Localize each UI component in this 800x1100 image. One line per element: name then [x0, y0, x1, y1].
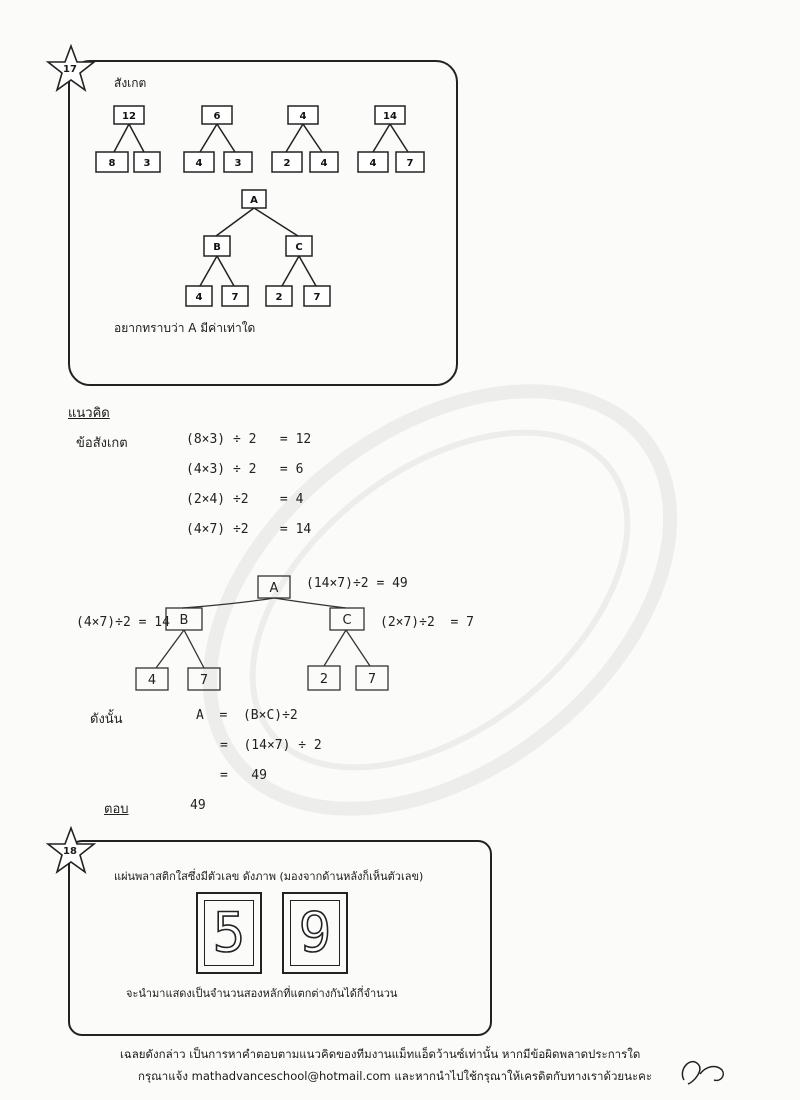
step-2: = (14×7) ÷ 2 [220, 738, 322, 753]
footer-line-1: เฉลยดังกล่าว เป็นการหาคำตอบตามแนวคิดของท… [120, 1047, 641, 1061]
tree-2-top: 6 [214, 111, 221, 122]
answer-label: ตอบ [104, 802, 129, 817]
node-a-note: (14×7)÷2 = 49 [306, 576, 408, 591]
tree-1-left: 8 [109, 158, 116, 169]
tree-2 [183, 105, 253, 173]
problem-18-number: 18 [63, 846, 77, 857]
solution-heading: แนวคิด [68, 406, 110, 421]
sol-node-b-left: 4 [148, 673, 156, 688]
observe-label: สังเกต [114, 76, 147, 90]
problem-18-line1: แผ่นพลาสติกใสซึ่งมีตัวเลข ดังภาพ (มองจาก… [114, 870, 424, 883]
problem-18-star-badge [46, 826, 96, 874]
node-b: B [213, 242, 221, 253]
equation-3: (2×4) ÷2 = 4 [186, 492, 304, 507]
observation-label: ข้อสังเกต [76, 436, 128, 451]
footer-line-2: กรุณาแจ้ง mathadvanceschool@hotmail.com … [138, 1069, 653, 1083]
node-c: C [295, 242, 302, 253]
therefore-label: ดังนั้น [90, 712, 123, 727]
answer-value: 49 [190, 798, 206, 813]
problem-17-box [68, 60, 458, 386]
node-b-right: 7 [232, 292, 239, 303]
digit-5-text: 5 [212, 901, 246, 964]
tree-4 [357, 105, 425, 173]
node-c-note: (2×7)÷2 = 7 [380, 615, 474, 630]
node-c-left: 2 [276, 292, 283, 303]
tree-2-right: 3 [235, 158, 242, 169]
equation-1: (8×3) ÷ 2 = 12 [186, 432, 312, 447]
equation-4: (4×7) ÷2 = 14 [186, 522, 312, 537]
sol-node-b: B [180, 613, 189, 628]
node-a: A [250, 195, 258, 206]
problem-17-number: 17 [63, 64, 77, 75]
sol-node-c-left: 2 [320, 672, 328, 687]
equation-2: (4×3) ÷ 2 = 6 [186, 462, 304, 477]
tree-4-right: 7 [407, 158, 414, 169]
sol-node-a: A [270, 581, 279, 596]
digit-9-text: 9 [298, 901, 332, 964]
digit-card-5: 5 [196, 892, 262, 974]
question-tree-diagram: A B C 4 7 2 7 [185, 189, 331, 307]
tree-4-top: 14 [383, 111, 397, 122]
tree-4-left: 4 [370, 158, 377, 169]
problem-17-question: อยากทราบว่า A มีค่าเท่าใด [114, 321, 256, 335]
tree-3-top: 4 [300, 111, 307, 122]
tree-1 [95, 105, 161, 173]
sol-node-c-right: 7 [368, 672, 376, 687]
tree-1-top: 12 [122, 111, 136, 122]
digit-card-9: 9 [282, 892, 348, 974]
step-3: = 49 [220, 768, 267, 783]
observe-trees-diagram: 12 8 3 6 4 3 4 2 4 14 4 7 [95, 105, 425, 173]
problem-17-star-badge [46, 44, 96, 92]
problem-18-line2: จะนำมาแสดงเป็นจำนวนสองหลักที่แตกต่างกันไ… [126, 987, 398, 1000]
node-c-right: 7 [314, 292, 321, 303]
problem-18-box [68, 840, 492, 1036]
node-b-note: (4×7)÷2 = 14 [76, 615, 170, 630]
node-b-left: 4 [196, 292, 203, 303]
sol-node-b-right: 7 [200, 673, 208, 688]
step-1: A = (B×C)÷2 [196, 708, 298, 723]
tree-2-left: 4 [196, 158, 203, 169]
sol-node-c: C [342, 613, 351, 628]
solution-tree-diagram: A B C 4 7 2 7 [135, 575, 389, 691]
handwritten-signature [681, 1060, 725, 1085]
tree-3 [271, 105, 339, 173]
tree-1-right: 3 [144, 158, 151, 169]
tree-3-left: 2 [284, 158, 291, 169]
tree-3-right: 4 [321, 158, 328, 169]
